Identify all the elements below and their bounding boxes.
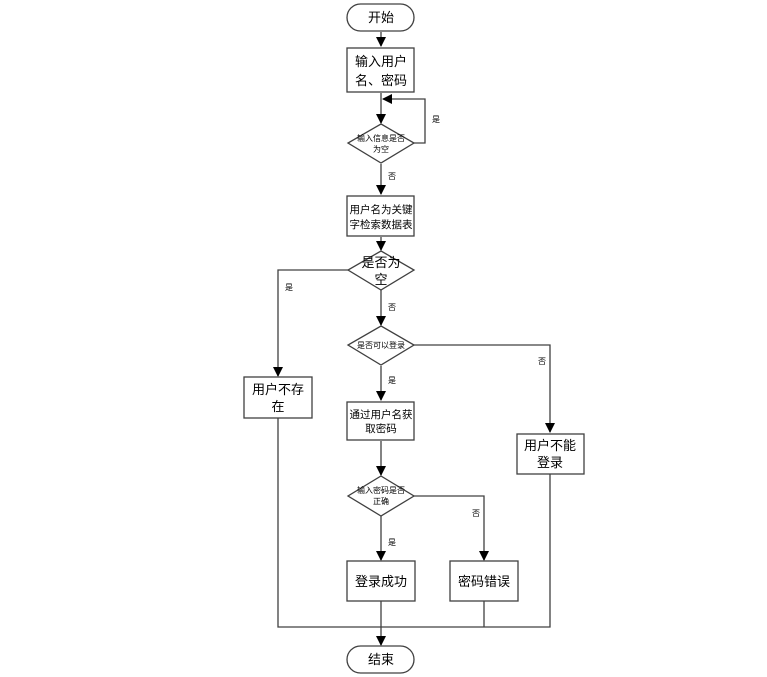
decision-shape [346,475,416,517]
node-label-line2: 空 [374,273,387,288]
decision-shape [346,325,416,366]
terminator-shape [346,3,415,32]
process-shape [346,195,415,237]
node-label-line1: 是否为 [361,256,400,271]
edge-check-password-no [414,495,489,561]
node-search-table: 用户名为关键 字检索数据表 [346,195,415,237]
node-label: 结束 [368,653,394,668]
node-end: 结束 [346,645,415,674]
edge-label-yes: 是 [388,376,396,385]
node-label-line1: 输入用户 [355,54,407,70]
edge-label-no: 否 [388,303,396,312]
node-get-password: 通过用户名获 取密码 [346,401,415,441]
node-label-line1: 输入密码是否 [357,485,405,495]
node-check-result-empty: 是否为 空 [346,250,416,291]
node-label-line2: 在 [271,400,284,415]
node-label-line2: 字检索数据表 [350,218,413,231]
node-label: 开始 [368,11,394,26]
process-shape [346,401,415,441]
node-label-line1: 用户名为关键 [350,203,413,216]
edge-label-yes: 是 [388,538,396,547]
decision-shape [346,250,416,291]
edge-labels: 是 否 是 否 是 否 是 否 [285,115,546,547]
edge-check-empty-yes-loop [382,94,426,144]
decision-shape [346,123,416,164]
process-shape [346,560,416,602]
node-check-empty-input: 输入信息是否 为空 [346,123,416,164]
node-label-line2: 为空 [373,144,389,154]
node-user-not-exist: 用户不存 在 [243,376,313,419]
node-check-password: 输入密码是否 正确 [346,475,416,517]
edge-label-no: 否 [472,509,480,518]
node-label-line2: 正确 [373,496,389,506]
node-label-line1: 输入信息是否 [357,133,405,143]
node-password-error: 密码错误 [449,560,519,602]
node-label-line2: 登录 [537,456,563,471]
edge-merge-outer [277,418,551,628]
node-input-credentials: 输入用户 名、密码 [346,47,415,93]
node-label: 登录成功 [355,575,407,590]
edge-label-no: 否 [388,172,396,181]
process-shape [516,433,585,475]
edge-label-yes: 是 [285,283,293,292]
node-label-line1: 用户不存 [252,382,304,398]
node-start: 开始 [346,3,415,32]
edge-can-login-no [414,344,555,433]
node-login-success: 登录成功 [346,560,416,602]
process-shape [243,376,313,419]
node-label: 密码错误 [458,574,510,590]
node-label-line1: 通过用户名获 [350,408,413,421]
node-check-can-login: 是否可以登录 [346,325,416,366]
edge-label-no: 否 [538,357,546,366]
process-shape [346,47,415,93]
connectors [273,32,555,646]
edge-check-result-yes [273,269,348,377]
node-user-cannot-login: 用户不能 登录 [516,433,585,475]
edge-label-yes: 是 [432,115,440,124]
process-shape [449,560,519,602]
node-label-line2: 取密码 [365,422,397,435]
terminator-shape [346,645,415,674]
node-label-line2: 名、密码 [355,73,407,89]
node-label: 是否可以登录 [357,340,405,350]
node-label-line1: 用户不能 [524,438,576,454]
